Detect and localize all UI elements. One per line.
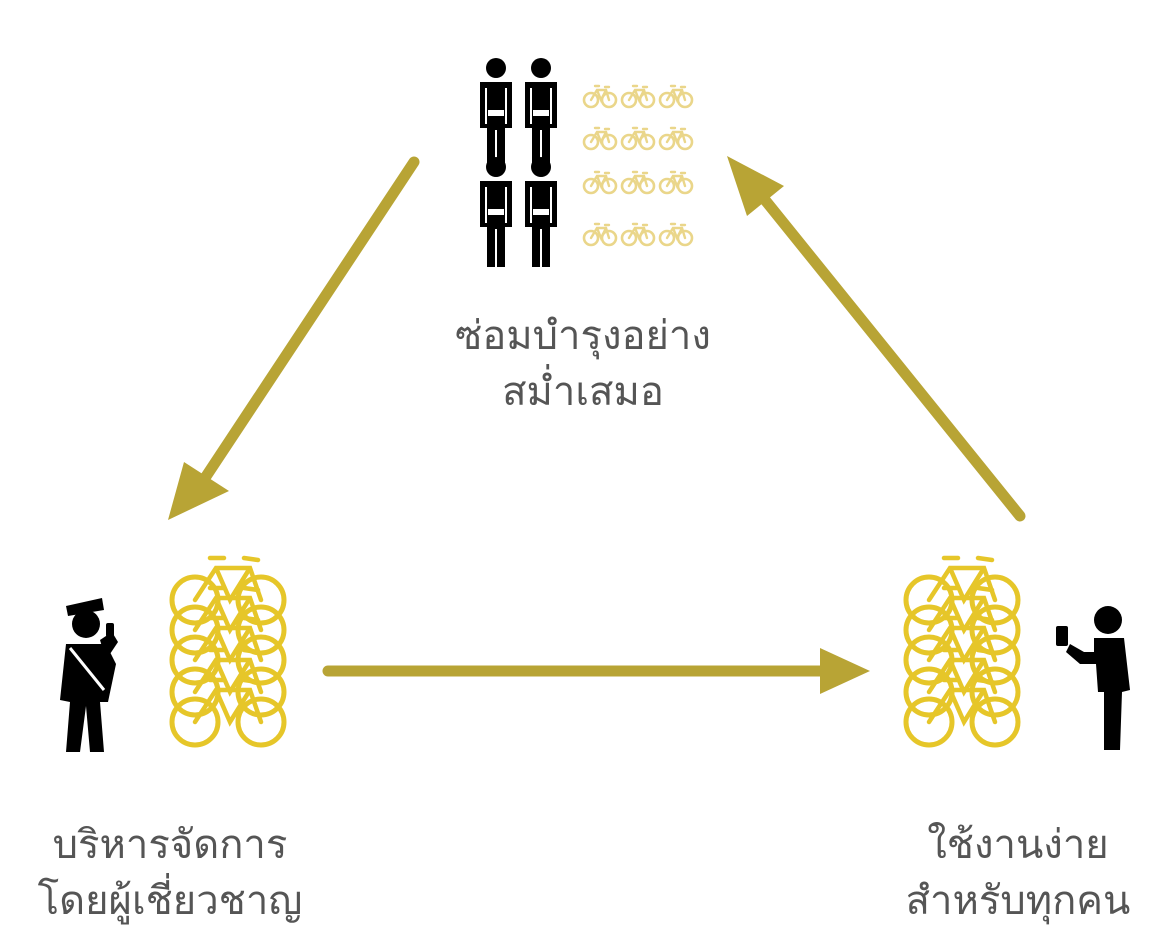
arrow-left-to-right (322, 648, 870, 694)
label-management-line-2: โดยผู้เชี่ยวชาญ (37, 878, 303, 924)
label-easy-use: ใช้งานง่าย สำหรับทุกคน (870, 817, 1166, 929)
maintenance-icon (479, 57, 694, 268)
arrow-top-to-left (168, 156, 420, 520)
easy-use-icon (906, 558, 1130, 750)
label-easy-use-line-1: ใช้งานง่าย (927, 822, 1109, 868)
officer-icon (60, 598, 118, 752)
phone-user-icon (1056, 606, 1130, 750)
label-maintenance-line-1: ซ่อมบำรุงอย่าง (455, 313, 711, 359)
label-management-line-1: บริหารจัดการ (52, 822, 288, 868)
management-icon (60, 558, 284, 752)
cycle-arrows (168, 156, 1026, 694)
label-maintenance-line-2: สม่ำเสมอ (502, 369, 664, 415)
label-maintenance: ซ่อมบำรุงอย่าง สม่ำเสมอ (383, 308, 783, 420)
technician-icon (479, 57, 558, 268)
label-easy-use-line-2: สำหรับทุกคน (905, 878, 1131, 924)
label-management: บริหารจัดการ โดยผู้เชี่ยวชาญ (0, 817, 340, 929)
bicycle-grid-icon (582, 84, 694, 247)
bicycle-stack-icon (906, 558, 1018, 745)
arrow-right-to-top (727, 156, 1026, 522)
bicycle-stack-icon (172, 558, 284, 745)
